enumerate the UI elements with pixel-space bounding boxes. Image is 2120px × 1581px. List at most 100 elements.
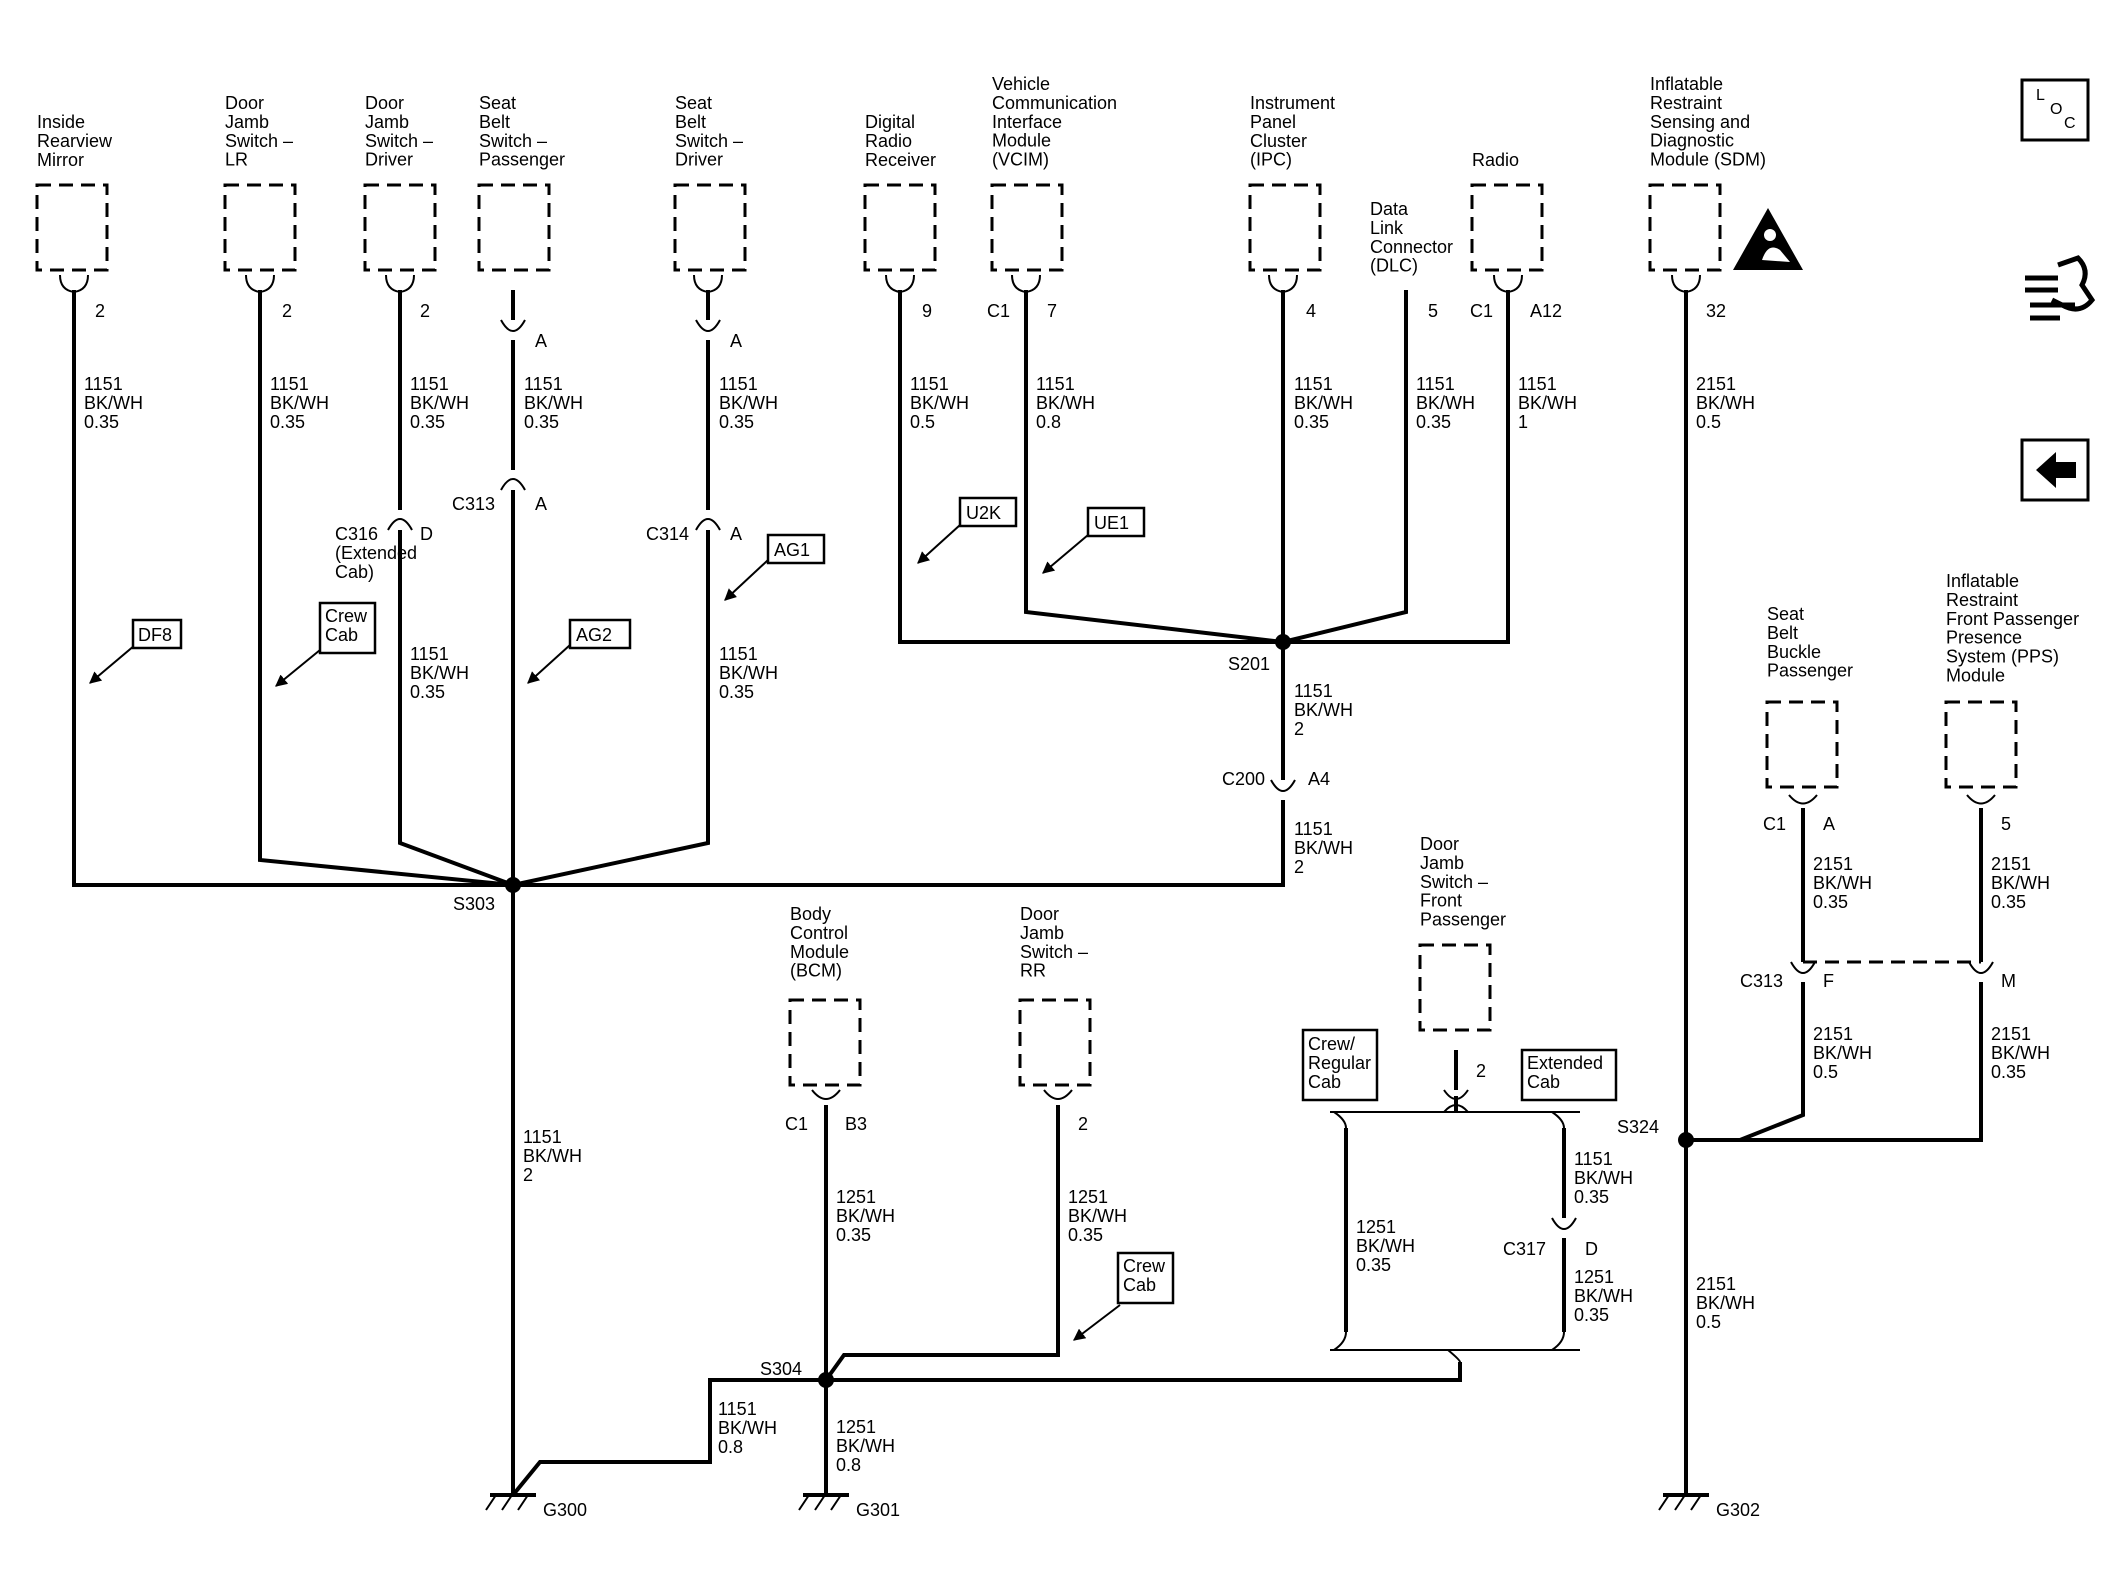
splice-labels: S303 S201 S304 S324 G300 G301 G302 [453,654,1760,1520]
svg-text:A4: A4 [1308,769,1330,789]
option-tag-ag1: AG1 [766,533,826,565]
pin-labels: 2 2 2 A A 9 C1 7 4 5 C1 A12 32 A D A A4 … [95,301,2016,1259]
svg-text:C314: C314 [646,524,689,544]
svg-text:G300: G300 [543,1500,587,1520]
label-radio: Radio [1472,150,1519,170]
svg-text:5: 5 [2001,814,2011,834]
back-arrow-button[interactable] [2020,438,2090,502]
loc-text: LOC [2036,87,2076,132]
svg-text:D: D [1585,1239,1598,1259]
svg-text:UE1: UE1 [1094,513,1129,533]
splice-dot-s303 [505,877,521,893]
svg-text:C1: C1 [987,301,1010,321]
svg-text:2: 2 [1078,1114,1088,1134]
svg-text:AG2: AG2 [576,625,612,645]
ground-symbols [485,1493,1709,1511]
svg-text:D: D [420,524,433,544]
svg-text:C1: C1 [785,1114,808,1134]
svg-text:U2K: U2K [966,503,1001,523]
svg-text:F: F [1823,971,1834,991]
svg-text:9: 9 [922,301,932,321]
svg-text:DF8: DF8 [138,625,172,645]
svg-text:2: 2 [282,301,292,321]
svg-text:C1: C1 [1470,301,1493,321]
option-tag-df8: DF8 [131,618,183,650]
svg-text:A: A [1823,814,1835,834]
splice-dot-s324 [1678,1132,1694,1148]
loc-button[interactable]: LOC [2020,78,2090,142]
svg-text:C1: C1 [1763,814,1786,834]
svg-text:2: 2 [95,301,105,321]
svg-text:G301: G301 [856,1500,900,1520]
svg-text:7: 7 [1047,301,1057,321]
left-arrow-icon [2036,452,2076,488]
option-tag-u2k: U2K [958,496,1018,528]
svg-text:M: M [2001,971,2016,991]
splice-dots [505,634,1694,1388]
wires [72,290,1983,1497]
airbag-warning-icon [1733,208,1803,270]
svg-text:C317: C317 [1503,1239,1546,1259]
svg-text:A: A [730,524,742,544]
svg-text:A12: A12 [1530,301,1562,321]
svg-text:C313: C313 [452,494,495,514]
svg-text:C200: C200 [1222,769,1265,789]
svg-text:4: 4 [1306,301,1316,321]
svg-text:32: 32 [1706,301,1726,321]
svg-text:2: 2 [1476,1061,1486,1081]
svg-text:S304: S304 [760,1359,802,1379]
connector-tools-icon[interactable] [2025,255,2096,321]
svg-text:S201: S201 [1228,654,1270,674]
svg-text:A: A [535,494,547,514]
splice-dot-s304 [818,1372,834,1388]
svg-text:B3: B3 [845,1114,867,1134]
